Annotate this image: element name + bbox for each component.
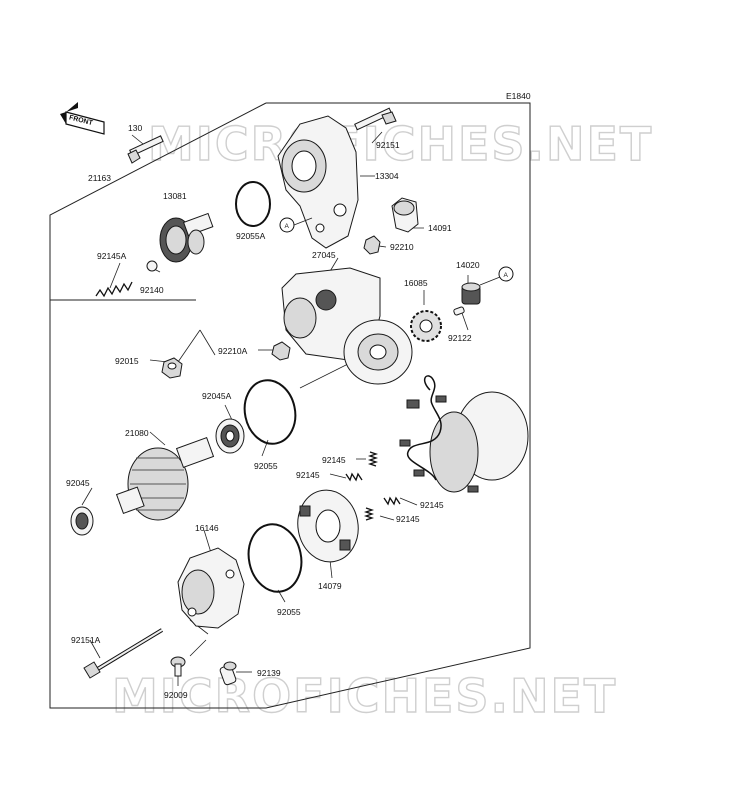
label-92145a: 92145A [97, 251, 127, 261]
label-92151a: 92151A [71, 635, 101, 645]
label-13081: 13081 [163, 191, 187, 201]
yoke-assembly [399, 375, 529, 493]
label-92210a: 92210A [218, 346, 248, 356]
label-92055-upper: 92055 [254, 461, 278, 471]
label-92045: 92045 [66, 478, 90, 488]
screw-92009 [170, 656, 186, 677]
bolt-130 [127, 135, 164, 164]
svg-text:A: A [504, 272, 509, 279]
label-92015: 92015 [115, 356, 139, 366]
label-16085: 16085 [404, 278, 428, 288]
front-arrow-icon: FRONT [60, 102, 105, 135]
spring-92145-b [345, 472, 363, 482]
label-92055a: 92055A [236, 231, 266, 241]
label-92145-1: 92145 [322, 455, 346, 465]
spring-92145a [95, 281, 133, 298]
clip-92139 [219, 661, 237, 686]
o-ring-92055a [235, 181, 271, 227]
o-ring-92055-lower [247, 523, 303, 593]
spring-92145-a [367, 451, 379, 467]
gear-16085 [410, 310, 442, 342]
cap-14091 [391, 197, 419, 233]
ref-marker-a-left: A [279, 217, 295, 233]
label-27045: 27045 [312, 250, 336, 260]
clutch-14020 [461, 282, 481, 305]
label-92045a: 92045A [202, 391, 232, 401]
label-92210: 92210 [390, 242, 414, 252]
label-14079: 14079 [318, 581, 342, 591]
bolt-92151a [83, 628, 164, 679]
label-92140: 92140 [140, 285, 164, 295]
pin-92122 [453, 306, 465, 316]
o-ring-92055-upper [243, 379, 297, 445]
label-92145-4: 92145 [396, 514, 420, 524]
pinion-gear-13081 [159, 212, 214, 263]
armature-21080 [115, 437, 215, 521]
nut-92210 [363, 235, 381, 255]
label-92009: 92009 [164, 690, 188, 700]
label-92122: 92122 [448, 333, 472, 343]
nut-92210a [271, 341, 291, 361]
svg-text:A: A [285, 223, 290, 230]
label-92055-lower: 92055 [277, 607, 301, 617]
nut-92015 [161, 357, 183, 379]
watermark-top: MICROFICHES.NET [148, 117, 653, 171]
ref-marker-a-right: A [498, 266, 514, 282]
label-14091: 14091 [428, 223, 452, 233]
rear-cover-16146 [177, 547, 245, 629]
spring-92145-c [383, 496, 401, 506]
brush-holder-14079 [297, 489, 359, 563]
assembly-frame [49, 102, 531, 709]
bearing-92045 [70, 506, 94, 536]
diagram-code: E1840 [506, 91, 531, 101]
gear-housing-cover [343, 319, 413, 385]
label-21163: 21163 [88, 173, 111, 183]
label-92151: 92151 [376, 140, 400, 150]
label-130: 130 [128, 123, 142, 133]
label-21080: 21080 [125, 428, 149, 438]
label-14020: 14020 [456, 260, 480, 270]
spring-92145-d [363, 507, 375, 521]
label-13304: 13304 [375, 171, 399, 181]
label-92145-2: 92145 [296, 470, 320, 480]
bolt-92151 [354, 107, 397, 131]
front-housing-13304 [277, 115, 359, 249]
watermark-bottom: MICROFICHES.NET [112, 669, 617, 723]
label-16146: 16146 [195, 523, 219, 533]
label-92145-3: 92145 [420, 500, 444, 510]
ball-92140 [146, 260, 158, 272]
bearing-92045a [215, 418, 245, 454]
label-92139: 92139 [257, 668, 281, 678]
